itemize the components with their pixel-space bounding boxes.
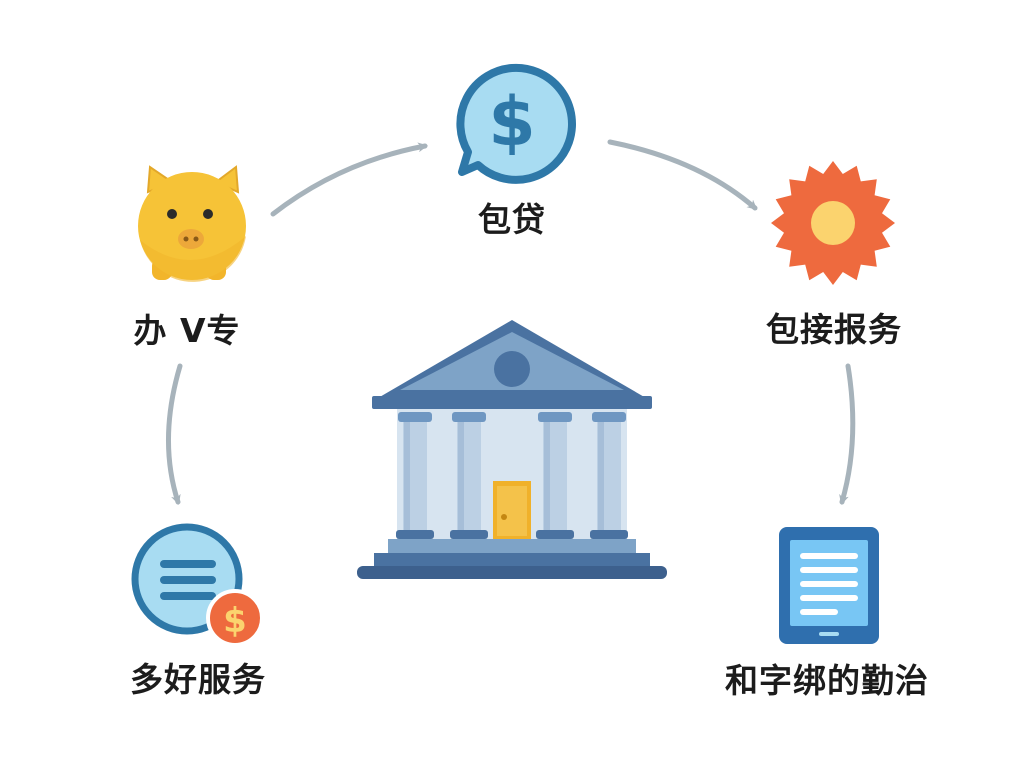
sun-badge-icon bbox=[771, 161, 895, 285]
tablet-document-icon bbox=[779, 527, 879, 644]
node-label-top: 包贷 bbox=[478, 200, 546, 239]
arrow-left-to-bottom-left bbox=[166, 363, 183, 505]
chat-list-dollar-icon: $ bbox=[131, 523, 264, 647]
svg-text:$: $ bbox=[488, 83, 535, 162]
dollar-badge-icon: $ bbox=[206, 589, 264, 647]
node-label-right: 包接报务 bbox=[766, 310, 902, 349]
dollar-chat-bubble-icon: $ bbox=[456, 63, 576, 184]
svg-text:$: $ bbox=[223, 601, 247, 641]
piggy-bank-icon bbox=[138, 165, 246, 282]
bank-building-icon bbox=[357, 320, 667, 579]
arrow-top-to-right bbox=[607, 139, 758, 211]
arrow-right-to-bottom-right bbox=[839, 363, 856, 505]
node-label-left: 办 V专 bbox=[133, 311, 241, 350]
bank-door bbox=[493, 481, 531, 541]
node-label-bottom-right: 和字绑的勤治 bbox=[725, 661, 929, 700]
node-label-bottom-left: 多好服务 bbox=[130, 660, 266, 699]
arrow-left-to-top bbox=[270, 142, 428, 217]
